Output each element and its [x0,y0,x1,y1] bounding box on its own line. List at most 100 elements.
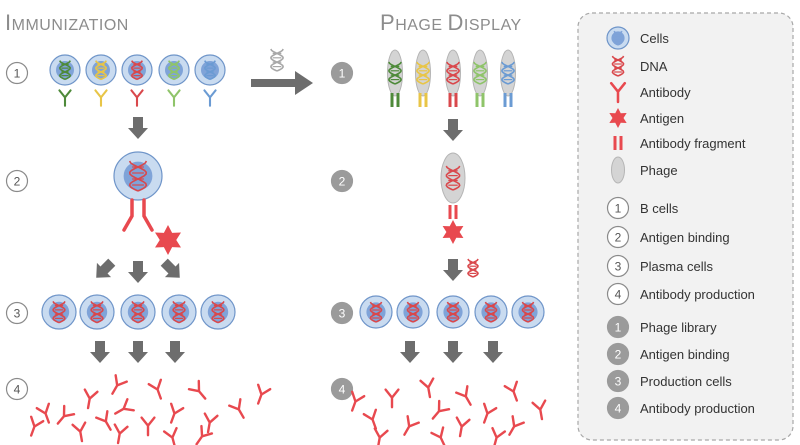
phage-step-4: 4 [330,377,354,401]
legend-label-antibody-fragment: Antibody fragment [640,136,746,151]
down-arrow-icon [483,341,503,363]
down-arrow-icon [128,261,148,283]
dna-strand [90,301,104,324]
dna-strand [128,160,148,192]
dna-icon [472,61,488,85]
antibody-arms [29,415,45,437]
dna-strand [128,160,148,192]
production-cell [396,295,430,329]
step-number-text: 4 [339,382,346,396]
dna-strand [130,60,143,81]
produced-antibody [373,427,389,445]
produced-antibody [384,388,400,409]
dna-strand [445,61,460,85]
b-cell [194,54,226,86]
fragment-bar [390,93,394,107]
production-cell [474,295,508,329]
dna-strand [484,301,498,323]
library-antibody-fragment [390,93,400,107]
dna-strand [59,60,72,81]
dna-icon [94,60,108,81]
outline-step-circle [606,254,630,278]
dna-strand [415,61,430,85]
selected-phage [440,152,466,204]
immunization-step-3: 3 [5,301,29,325]
dna-strand [500,61,515,85]
antibody-arms [58,89,72,107]
outline-step-circle [606,282,630,306]
dna-strand [406,301,420,323]
dna-icon [445,61,461,85]
dna-icon [415,61,431,85]
dna-icon [211,301,225,324]
dna-strand [211,301,225,324]
dna-icon [387,61,403,85]
phage-title-initial-p: P [380,10,395,35]
produced-antibody [228,398,245,419]
antibody-arms [95,410,112,431]
dna-strand [445,165,461,191]
legend-label-phage: Phage [640,163,678,178]
dna-strand [501,61,516,85]
legend-phage-step-label: Phage library [640,320,717,335]
produced-antibody [482,402,498,424]
production-cell [359,295,393,329]
diagonal-arrow-icon [160,258,180,278]
plasma-cell [120,294,156,330]
outline-step-circle [5,61,29,85]
antibody-arms [203,89,217,107]
antibody-arms [167,89,181,107]
dna-icon [203,60,217,81]
legend-label-antigen: Antigen [640,111,684,126]
legend-box [577,12,794,441]
fragment-bar [454,205,458,219]
antibody-arms [169,402,185,424]
plasma-cell [200,294,236,330]
plasma-cell [79,294,115,330]
produced-antibody [83,388,99,410]
antibody-arms [94,89,108,107]
fragment-bar [448,93,452,107]
fragment-bar [418,93,422,107]
antibody-arms [430,426,446,445]
b-cell-antibody [58,89,72,107]
outline-step-circle [5,377,29,401]
produced-antibody [147,378,163,400]
library-phage [472,49,488,97]
legend-cell-icon [606,26,630,50]
legend-immunization-step-3: 3 [606,254,630,278]
produced-antibody [419,377,435,399]
down-arrow-icon [90,341,110,363]
antibody-arms [228,398,245,419]
down-arrow-icon [400,341,420,363]
step-number-text: 4 [615,287,622,301]
dna-strand [611,55,625,77]
dna-strand [406,301,420,323]
produced-antibody [256,383,272,405]
down-arrow-icon [128,117,148,139]
step-number-text: 1 [14,66,21,80]
produced-antibody [203,412,219,434]
antibody-arms [187,379,207,400]
fragment-bar [396,93,400,107]
produced-antibody [430,426,446,445]
antibody-arms [162,426,178,445]
phage-title-initial-d: D [447,10,463,35]
immunization-step-4: 4 [5,377,29,401]
dna-strand [131,60,144,81]
antibody-arms [503,380,519,402]
legend-immunization-step-label: Antigen binding [640,230,730,245]
extracted-dna-icon [467,258,479,278]
dna-strand [90,301,104,324]
b-cell-antibody [130,89,144,107]
legend-dna-icon [611,55,625,77]
dna-strand [167,60,180,81]
phage-step-2: 2 [330,169,354,193]
immunization-step-1: 1 [5,61,29,85]
dna-strand [131,301,145,324]
step-number-text: 1 [339,66,346,80]
legend-immunization-step-4: 4 [606,282,630,306]
produced-antibody [29,415,45,437]
antibody-arms [147,378,163,400]
dna-strand [52,301,66,324]
